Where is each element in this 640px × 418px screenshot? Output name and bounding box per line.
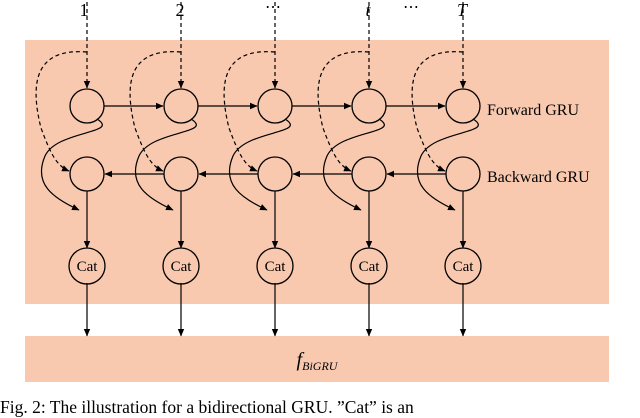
forward-output-arrow-2 [134,118,197,211]
backward-gru-label: Backward GRU [487,169,590,186]
input-label-1: 1 [80,0,89,20]
concat-label-2: Cat [171,259,193,275]
input-label-ellipsis-2: ⋯ [403,0,419,16]
input-label-2: 2 [176,0,185,20]
forward-output-arrow-1 [40,118,103,211]
forward-gru-node-2 [163,88,199,124]
output-label-main: f [297,349,305,371]
backward-gru-node-3 [257,156,293,192]
output-label-sub: BiGRU [302,359,339,373]
forward-output-arrow-3 [228,118,291,211]
forward-gru-node-4 [351,88,387,124]
concat-node-5 [444,247,482,285]
backward-gru-node-1 [69,156,105,192]
input-branch-arrow-4 [317,51,370,172]
input-branch-arrow-2 [129,51,182,172]
concat-label-3: Cat [265,259,287,275]
nodes: Cat Cat Cat Cat Cat [68,88,482,285]
concat-label-5: Cat [453,259,475,275]
input-branch-arrow-5 [411,51,464,172]
concat-node-3 [256,247,294,285]
input-label-ellipsis-1: ⋯ [265,0,281,16]
backward-gru-node-4 [351,156,387,192]
backward-gru-node-2 [163,156,199,192]
forward-gru-label: Forward GRU [487,102,579,119]
concat-node-4 [350,247,388,285]
concat-label-4: Cat [359,259,381,275]
input-branch-arrow-3 [223,51,276,172]
bigru-panel [25,40,609,304]
forward-gru-node-5 [445,88,481,124]
input-branch-arrow-1 [35,51,88,172]
input-label-t: t [365,0,371,20]
backward-gru-node-5 [445,156,481,192]
forward-output-arrow-5 [416,118,479,211]
figure-caption: Fig. 2: The illustration for a bidirecti… [0,397,414,417]
concat-label-1: Cat [77,259,99,275]
connections [35,2,479,337]
input-label-T: T [457,0,469,20]
forward-gru-node-3 [257,88,293,124]
concat-node-2 [162,247,200,285]
output-label: fBiGRU [297,349,339,373]
concat-node-1 [68,247,106,285]
forward-output-arrow-4 [322,118,385,211]
output-panel [25,336,609,382]
forward-gru-node-1 [69,88,105,124]
